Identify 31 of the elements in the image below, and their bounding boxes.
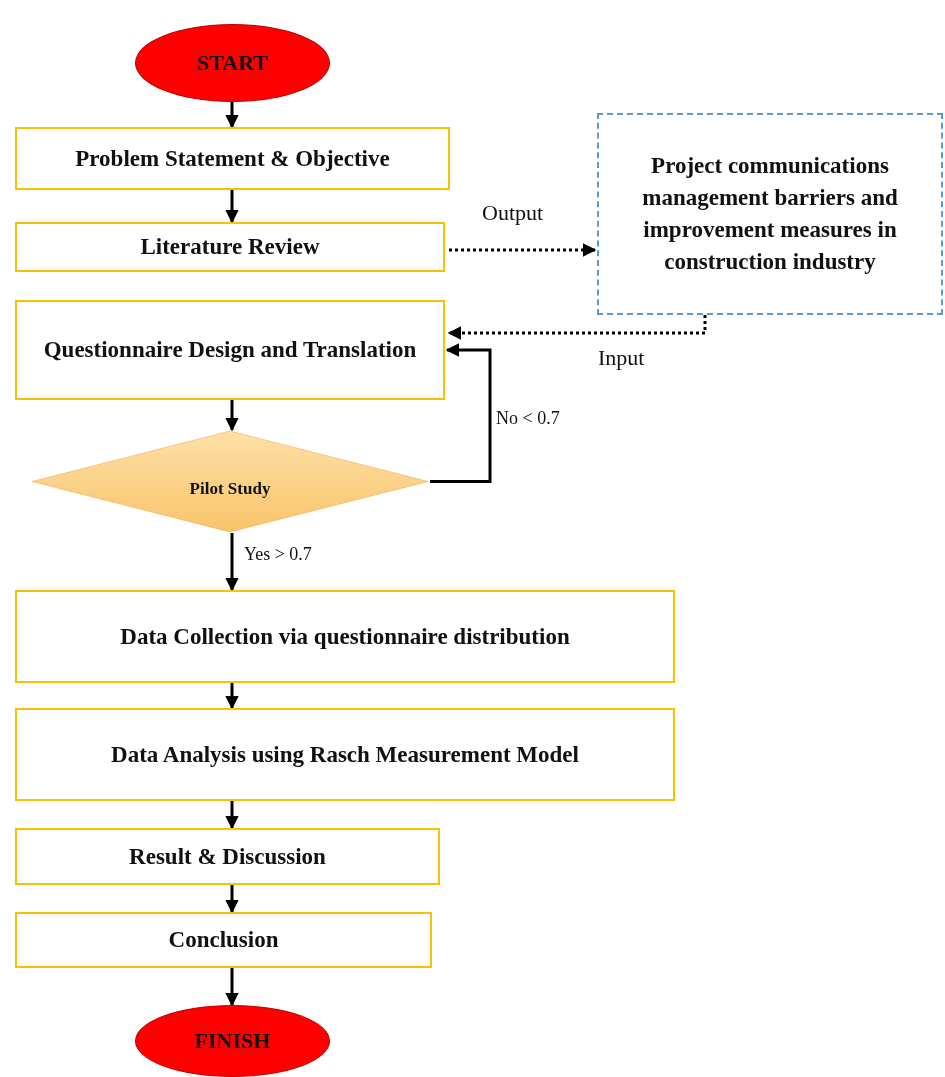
node-text: Result & Discussion [129,842,326,871]
process-box [15,912,432,968]
dotted-arrow [449,243,597,257]
arrow [430,343,492,483]
process-box [15,127,450,190]
note-box [597,113,943,315]
arrow [225,190,239,224]
node-text: Conclusion [168,926,279,955]
arrow [225,801,239,830]
node-text: Pilot Study [189,477,271,500]
arrow [225,885,239,914]
node-text: Data Analysis using Rasch Measurement Model [111,740,579,769]
arrow [225,533,239,592]
process-box [15,828,440,885]
node-text: Literature Review [140,233,320,262]
arrow [225,683,239,710]
process-box [15,708,675,801]
node-text: START [197,48,268,77]
node-text: Questionnaire Design and Translation [43,336,417,365]
process-box [15,300,445,400]
arrow [225,102,239,129]
dotted-arrow [447,315,707,340]
node-text: Problem Statement & Objective [75,144,390,173]
arrow [225,968,239,1007]
node-text: Project communications management barriers and improvement measures in construction industry [641,151,899,277]
node-text: Data Collection via questionnaire distribution [120,622,570,651]
arrow [225,400,239,432]
node-text: FINISH [194,1026,271,1055]
process-box [15,222,445,272]
process-box [15,590,675,683]
decision-diamond [30,430,430,533]
